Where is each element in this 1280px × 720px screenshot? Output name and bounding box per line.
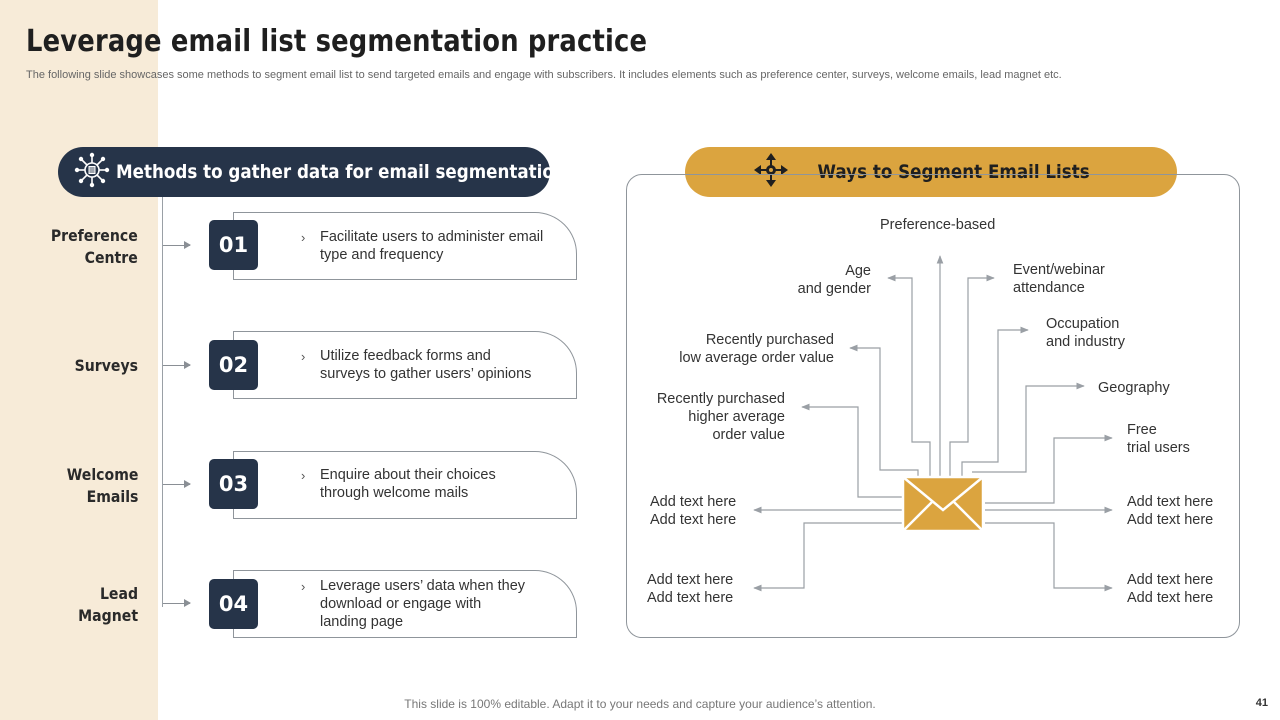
description-line: through welcome mails	[320, 485, 469, 501]
segment-placeholder-low-left: Add text here Add text here	[647, 571, 733, 607]
method-label-line: Magnet	[78, 606, 138, 625]
segment-line: Event/webinar	[1013, 262, 1105, 278]
segment-line: and industry	[1046, 334, 1125, 350]
segment-line: Add text here	[1127, 512, 1214, 528]
segment-placeholder-mid-left: Add text here Add text here	[650, 493, 736, 529]
method-card-02	[233, 331, 577, 399]
segment-line: Add text here	[647, 572, 734, 588]
segment-placeholder-low-right: Add text here Add text here	[1127, 571, 1213, 607]
segment-line: low average order value	[679, 350, 834, 366]
segment-line: Add text here	[1127, 494, 1214, 510]
segment-line: Recently purchased	[705, 332, 834, 348]
methods-header-text: Methods to gather data for email segment…	[116, 161, 566, 183]
segment-line: and gender	[797, 281, 871, 297]
segment-line: Add text here	[647, 590, 734, 606]
segment-line: order value	[712, 427, 785, 443]
segment-line: Recently purchased	[656, 391, 785, 407]
method-label-lead-magnet: Lead Magnet	[78, 583, 138, 627]
segment-line: Add text here	[650, 512, 737, 528]
segment-placeholder-mid-right: Add text here Add text here	[1127, 493, 1213, 529]
method-label-line: Surveys	[74, 356, 138, 375]
description-line: type and frequency	[320, 247, 444, 263]
description-line: download or engage with	[320, 596, 482, 612]
segment-low-order-value: Recently purchased low average order val…	[679, 331, 834, 367]
connector-free-trial	[985, 434, 1113, 504]
segment-line: attendance	[1013, 280, 1085, 296]
segment-high-order-value: Recently purchased higher average order …	[657, 390, 785, 444]
method-label-surveys: Surveys	[75, 355, 138, 377]
description-line: Enquire about their choices	[320, 467, 496, 483]
segments-panel	[626, 174, 1240, 638]
slide-title: Leverage email list segmentation practic…	[26, 24, 648, 59]
method-arrow	[163, 241, 191, 249]
segment-free-trial: Free trial users	[1127, 421, 1190, 457]
page-number: 41	[1255, 697, 1268, 709]
method-description-02: Utilize feedback forms and surveys to ga…	[320, 347, 531, 383]
method-label-preference-centre: Preference Centre	[51, 225, 138, 269]
bullet-chevron-icon: ›	[301, 230, 306, 245]
method-number-badge: 02	[209, 340, 258, 390]
bullet-chevron-icon: ›	[301, 468, 306, 483]
bullet-chevron-icon: ›	[301, 349, 306, 364]
method-label-line: Emails	[86, 487, 138, 506]
method-label-line: Preference	[51, 226, 138, 245]
segment-line: Add text here	[1127, 572, 1214, 588]
methods-header-pill: Methods to gather data for email segment…	[58, 147, 566, 197]
compass-arrows-icon	[753, 152, 789, 193]
segment-line: Age	[845, 263, 871, 279]
slide-footer: This slide is 100% editable. Adapt it to…	[404, 697, 876, 711]
segment-occupation-industry: Occupation and industry	[1046, 315, 1125, 351]
method-description-03: Enquire about their choices through welc…	[320, 466, 496, 502]
description-line: Facilitate users to administer email	[320, 229, 544, 245]
method-card-03	[233, 451, 577, 519]
segment-line: Free	[1127, 422, 1157, 438]
network-icon	[74, 152, 110, 193]
description-line: landing page	[320, 614, 404, 630]
segment-line: trial users	[1127, 440, 1190, 456]
method-number-badge: 04	[209, 579, 258, 629]
method-label-welcome-emails: Welcome Emails	[66, 464, 138, 508]
method-arrow	[163, 599, 191, 607]
segment-preference-based: Preference-based	[880, 217, 996, 233]
envelope-icon	[901, 475, 985, 533]
connector-age	[887, 274, 931, 478]
method-card-01	[233, 212, 577, 280]
segment-line: Occupation	[1046, 316, 1120, 332]
methods-connector-line	[162, 197, 163, 607]
method-arrow	[163, 480, 191, 488]
description-line: Leverage users’ data when they	[320, 578, 526, 594]
sidebar-background	[0, 0, 158, 720]
method-number-badge: 03	[209, 459, 258, 509]
connector-occupation	[961, 326, 1029, 478]
segments-header-text: Ways to Segment Email Lists	[817, 161, 1091, 183]
connector-geography	[972, 382, 1085, 473]
connector-event	[949, 274, 995, 478]
bullet-chevron-icon: ›	[301, 579, 306, 594]
segment-line: higher average	[688, 409, 785, 425]
method-label-line: Lead	[99, 584, 138, 603]
segment-line: Add text here	[1127, 590, 1214, 606]
method-arrow	[163, 361, 191, 369]
slide-subtitle: The following slide showcases some metho…	[26, 69, 1062, 81]
connector-high-order	[801, 403, 905, 498]
connector-low-order	[849, 344, 919, 478]
description-line: surveys to gather users’ opinions	[320, 366, 532, 382]
segment-geography: Geography	[1098, 380, 1170, 396]
segment-age-gender: Age and gender	[798, 262, 871, 298]
connector-low-right	[985, 522, 1113, 592]
method-number-badge: 01	[209, 220, 258, 270]
method-description-04: Leverage users’ data when they download …	[320, 577, 525, 631]
method-label-line: Welcome	[66, 465, 138, 484]
segments-header-pill: Ways to Segment Email Lists	[685, 147, 1177, 197]
description-line: Utilize feedback forms and	[320, 348, 491, 364]
segment-line: Add text here	[650, 494, 737, 510]
method-label-line: Centre	[84, 248, 138, 267]
connector-low-left	[753, 522, 905, 592]
method-description-01: Facilitate users to administer email typ…	[320, 228, 543, 264]
segment-event-webinar: Event/webinar attendance	[1013, 261, 1105, 297]
